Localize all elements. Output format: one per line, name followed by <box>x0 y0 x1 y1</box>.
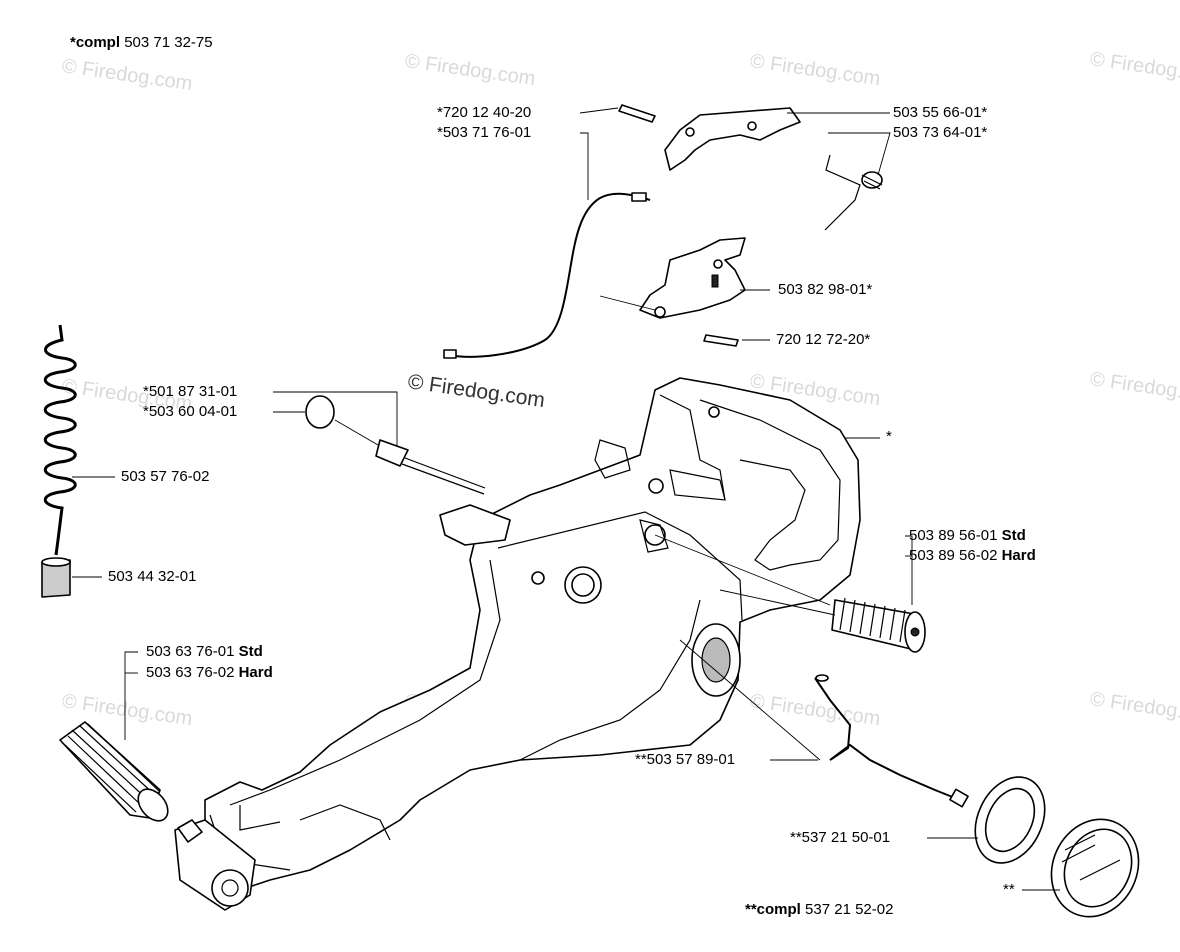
part-label-double-star: ** <box>1003 881 1015 898</box>
part-number: 503 63 76-01 <box>146 643 235 660</box>
compl-prefix: *compl <box>70 34 121 51</box>
part-number: 503 63 76-02 <box>146 664 235 681</box>
fuel-hose <box>41 324 77 598</box>
part-label: 503 44 32-01 <box>108 568 197 585</box>
throttle-trigger <box>639 237 746 347</box>
leader-lines <box>72 107 1060 891</box>
part-label: *503 60 04-01 <box>143 403 238 420</box>
rear-grip-spring <box>831 597 926 653</box>
hard-label: Hard <box>1001 547 1036 564</box>
hard-label: Hard <box>238 664 273 681</box>
part-label: **537 21 50-01 <box>790 829 891 846</box>
compl-bottom-label: **compl 537 21 52-02 <box>745 901 893 919</box>
part-label-hard: 503 89 56-02 Hard <box>909 547 1036 565</box>
part-label: 503 73 64-01* <box>893 124 988 141</box>
part-label-hard: 503 63 76-02 Hard <box>146 664 273 682</box>
throttle-cable <box>443 192 651 359</box>
part-label: 720 12 72-20* <box>776 331 871 348</box>
part-label: *720 12 40-20 <box>437 104 532 121</box>
compl-prefix: **compl <box>745 901 801 918</box>
part-number: 537 21 52-02 <box>805 901 894 918</box>
filter-and-shaft <box>305 395 486 495</box>
part-label-std: 503 89 56-01 Std <box>909 527 1026 545</box>
std-label: Std <box>1001 527 1026 544</box>
part-label: *501 87 31-01 <box>143 383 238 400</box>
part-label: *503 71 76-01 <box>437 124 532 141</box>
throttle-lockout <box>618 104 883 231</box>
std-label: Std <box>238 643 263 660</box>
part-label: 503 82 98-01* <box>778 281 873 298</box>
part-number: 503 89 56-02 <box>909 547 998 564</box>
part-label: 503 57 76-02 <box>121 468 210 485</box>
oil-pickup <box>814 674 969 808</box>
part-label: **503 57 89-01 <box>635 751 736 768</box>
part-label-std: 503 63 76-01 Std <box>146 643 263 661</box>
part-number: 503 71 32-75 <box>124 34 213 51</box>
rear-handle-tank <box>204 377 861 891</box>
compl-top-label: *compl 503 71 32-75 <box>70 34 213 52</box>
front-grip-spring <box>59 721 256 911</box>
part-label-star: * <box>886 428 892 445</box>
part-label: 503 55 66-01* <box>893 104 988 121</box>
part-number: 503 89 56-01 <box>909 527 998 544</box>
oil-cap-seal <box>974 776 1046 864</box>
oil-cap <box>1050 818 1140 918</box>
